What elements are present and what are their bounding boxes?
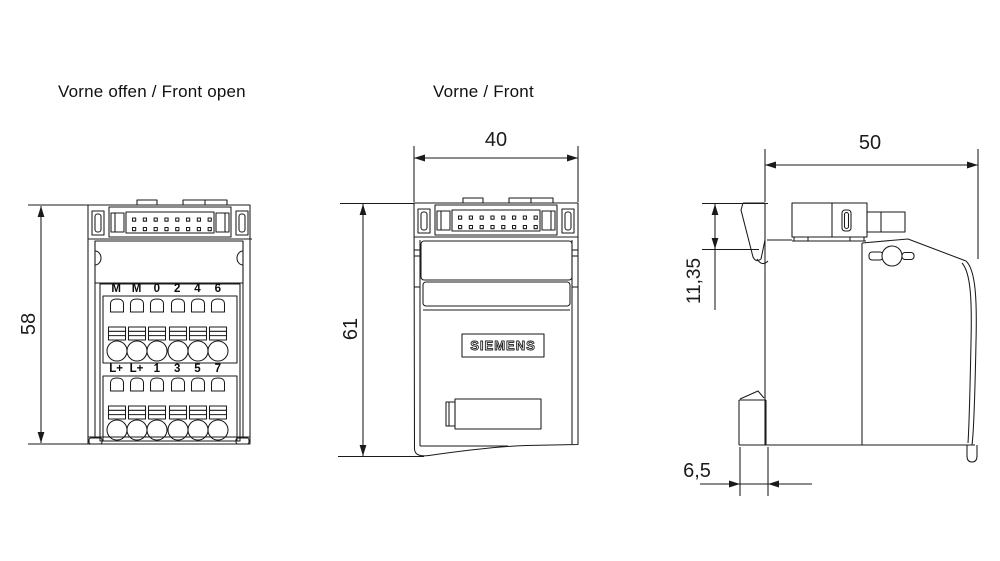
dim-label-61: 61: [340, 317, 362, 341]
screw-boss: [868, 245, 915, 267]
front-view-title: Vorne / Front: [433, 82, 534, 101]
dimension-11-35: [702, 202, 768, 310]
terminal-label: M: [131, 283, 142, 295]
dim-label-58: 58: [18, 312, 40, 336]
terminal-label-row-upper: M M 0 2 4 6: [106, 283, 228, 296]
dimension-61: [338, 202, 424, 458]
terminal-label: 3: [173, 363, 181, 375]
terminal-block: [99, 283, 241, 442]
siemens-logo-text: SIEMENS: [470, 338, 536, 353]
front-covers: [420, 240, 573, 311]
dim-label-11-35: 11,35: [684, 257, 705, 305]
din-rail-clip-top: [740, 202, 769, 265]
dimension-50: [764, 149, 979, 259]
dim-label-6-5: 6,5: [683, 460, 711, 482]
dimension-40: [413, 146, 579, 202]
labeling-field: [445, 398, 542, 430]
side-view: [700, 149, 979, 496]
dimension-6-5: [700, 447, 812, 496]
front-open-view-title: Vorne offen / Front open: [58, 82, 246, 101]
front-view: SIEMENS: [338, 146, 579, 458]
terminal-label: 5: [194, 363, 201, 375]
terminal-label: M: [111, 283, 121, 295]
terminal-label: L+: [109, 363, 124, 375]
idc-connector: [87, 199, 253, 240]
terminal-label-row-lower: L+ L+ 1 3 5 7: [106, 363, 228, 376]
terminal-label: 7: [214, 363, 221, 375]
mounting-foot: [738, 390, 767, 445]
housing-outline: [87, 204, 251, 445]
connector-side: [791, 202, 906, 242]
din-rail-hook-bottom: [966, 445, 978, 463]
siemens-logo-plate: SIEMENS: [461, 333, 545, 358]
housing-outline: [739, 202, 977, 446]
cover-band: [94, 240, 244, 437]
idc-connector: [413, 197, 579, 238]
terminal-label: 6: [214, 283, 221, 295]
terminal-label: 2: [173, 283, 181, 295]
terminal-label: 4: [194, 283, 201, 295]
terminal-group-lower: [102, 375, 238, 442]
terminal-label: L+: [129, 363, 144, 375]
terminal-label: 0: [153, 283, 161, 295]
terminal-label: 1: [153, 363, 161, 375]
dimension-58: [28, 204, 88, 445]
front-open-view: [28, 199, 253, 445]
dim-label-40: 40: [484, 129, 508, 151]
terminal-group-upper: [102, 295, 238, 364]
bottom-rail: [88, 436, 250, 445]
dim-label-50: 50: [858, 132, 882, 154]
